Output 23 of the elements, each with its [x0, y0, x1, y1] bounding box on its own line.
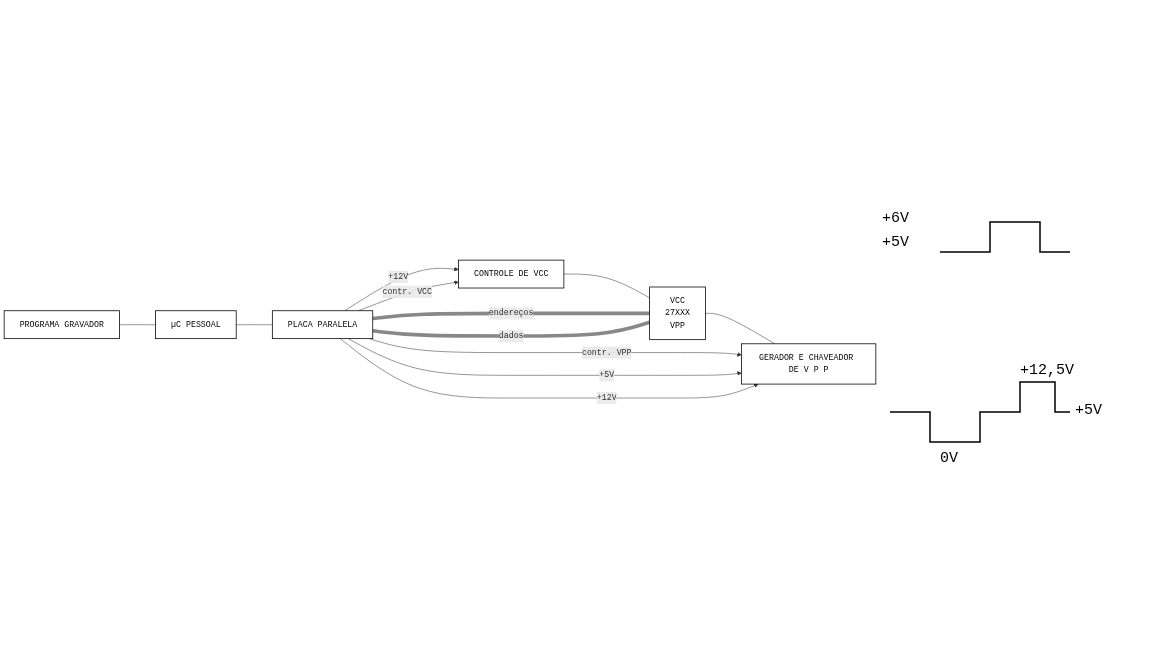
voltage-label: +5V [1075, 402, 1102, 419]
edge-label: +12V [388, 271, 409, 282]
edge-label: +12V [596, 393, 617, 403]
connector [119, 324, 156, 325]
connector [705, 312, 776, 344]
edge-label: dados [498, 331, 524, 341]
connector [563, 273, 650, 298]
node-box: PLACA PARALELA [271, 310, 374, 339]
voltage-label: +12,5V [1020, 362, 1074, 379]
node-box: VCC 27XXX VPP [649, 286, 706, 340]
node-box: µC PESSOAL [155, 310, 237, 339]
voltage-label: +5V [882, 234, 909, 251]
node-box: GERADOR E CHAVEADOR DE V P P [741, 343, 877, 385]
voltage-label: +6V [882, 210, 909, 227]
voltage-label: 0V [940, 450, 958, 467]
edge-label: +5V [599, 370, 615, 380]
edge-label: endereços [488, 308, 534, 318]
connector [372, 320, 651, 338]
node-box: PROGRAMA GRAVADOR [3, 310, 120, 339]
edge-label: contr. VPP [581, 347, 632, 358]
edge-label: contr. VCC [382, 286, 433, 297]
connector [235, 324, 273, 325]
node-box: CONTROLE DE VCC [458, 259, 565, 289]
